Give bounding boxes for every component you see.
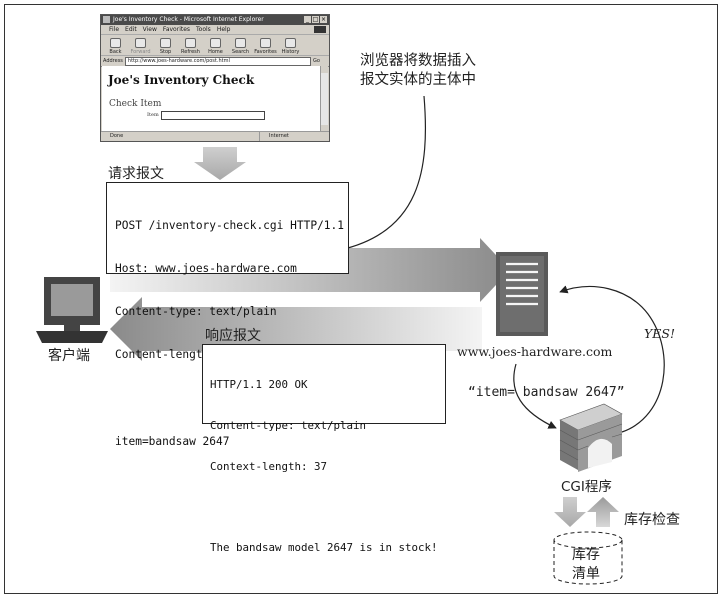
status-zone: Internet (269, 133, 289, 139)
search-icon (235, 38, 246, 48)
back-icon (110, 38, 121, 48)
close-button[interactable]: × (320, 16, 327, 23)
client-label: 客户端 (48, 348, 90, 364)
item-label: Item (147, 112, 159, 118)
client-computer-icon (36, 277, 108, 343)
cgi-yes-curve (559, 285, 665, 433)
menu-edit[interactable]: Edit (125, 26, 137, 33)
server-to-cgi-curve (513, 363, 557, 429)
menu-view[interactable]: View (142, 26, 157, 33)
request-line: Content-type: text/plain (115, 305, 277, 319)
window-title: Joe's Inventory Check - Microsoft Intern… (113, 16, 264, 23)
maximize-button[interactable]: □ (312, 16, 319, 23)
page-heading: Joe's Inventory Check (108, 73, 255, 87)
query-down-arrow (554, 497, 586, 527)
item-input[interactable] (161, 111, 265, 120)
scroll-up-icon[interactable] (321, 66, 328, 73)
browser-menubar: File Edit View Favorites Tools Help (101, 25, 329, 35)
database-label-line: 库存 (572, 547, 600, 563)
stop-icon (160, 38, 171, 48)
response-message-box: HTTP/1.1 200 OK Content-type: text/plain… (202, 344, 446, 554)
address-input[interactable]: http://www.joes-hardware.com/post.html (124, 56, 311, 66)
history-icon (285, 38, 296, 48)
response-line: HTTP/1.1 200 OK (210, 378, 308, 392)
submit-down-arrow (194, 147, 246, 180)
form-title: Check Item (109, 99, 162, 109)
favorites-icon (260, 38, 271, 48)
request-line: item=bandsaw 2647 (115, 434, 230, 448)
database-label-line: 清单 (572, 566, 600, 582)
scroll-down-icon[interactable] (321, 125, 328, 132)
refresh-icon (185, 38, 196, 48)
forward-button[interactable]: Forward (129, 38, 152, 55)
favorites-button[interactable]: Favorites (254, 38, 277, 55)
history-button[interactable]: History (279, 38, 302, 55)
browser-window: Joe's Inventory Check - Microsoft Intern… (100, 14, 330, 142)
response-line: Content-type: text/plain (210, 418, 367, 432)
vertical-scrollbar[interactable] (320, 66, 328, 132)
request-label: 请求报文 (108, 166, 164, 182)
refresh-button[interactable]: Refresh (179, 38, 202, 55)
search-button[interactable]: Search (229, 38, 252, 55)
request-line: POST /inventory-check.cgi HTTP/1.1 (115, 218, 345, 232)
menu-file[interactable]: File (109, 26, 120, 33)
minimize-button[interactable]: _ (304, 16, 311, 23)
database-label: 库存 清单 (572, 546, 600, 584)
request-message-box: POST /inventory-check.cgi HTTP/1.1 Host:… (106, 182, 349, 448)
response-label: 响应报文 (205, 328, 261, 344)
browser-statusbar: Done Internet (101, 131, 329, 141)
yes-label: YES! (644, 326, 675, 341)
cgi-label: CGI程序 (561, 479, 612, 495)
back-button[interactable]: Back (104, 38, 127, 55)
request-line: Host: www.joes-hardware.com (115, 262, 297, 276)
response-line: Context-length: 37 (210, 459, 328, 473)
browser-titlebar: Joe's Inventory Check - Microsoft Intern… (101, 15, 329, 25)
server-label: www.joes-hardware.com (457, 344, 613, 359)
stop-button[interactable]: Stop (154, 38, 177, 55)
page-content: Joe's Inventory Check Check Item Item (102, 66, 321, 132)
result-up-arrow (587, 497, 619, 527)
home-icon (210, 38, 221, 48)
browser-toolbar: Back Forward Stop Refresh Home Search Fa… (101, 35, 329, 56)
insert-annotation-line: 浏览器将数据插入 (360, 53, 476, 69)
response-line (210, 501, 445, 515)
menu-help[interactable]: Help (216, 26, 231, 33)
menu-tools[interactable]: Tools (196, 26, 211, 33)
status-left: Done (101, 132, 260, 141)
home-button[interactable]: Home (204, 38, 227, 55)
insert-annotation-line: 报文实体的主体中 (360, 72, 476, 88)
menu-favorites[interactable]: Favorites (162, 26, 191, 33)
go-button[interactable]: Go (313, 58, 320, 64)
cgi-query-label: “item= bandsaw 2647” (468, 385, 625, 400)
server-icon (496, 252, 548, 336)
address-label: Address (103, 58, 123, 64)
ie-icon (103, 16, 110, 23)
inventory-database-icon (553, 531, 623, 585)
response-line: The bandsaw model 2647 is in stock! (210, 541, 438, 555)
inventory-check-label: 库存检查 (624, 512, 680, 528)
insert-annotation: 浏览器将数据插入 报文实体的主体中 (360, 52, 476, 90)
forward-icon (135, 38, 146, 48)
diagram-frame (4, 4, 718, 594)
windows-logo-icon (314, 26, 326, 33)
cgi-gateway-icon (559, 403, 623, 472)
